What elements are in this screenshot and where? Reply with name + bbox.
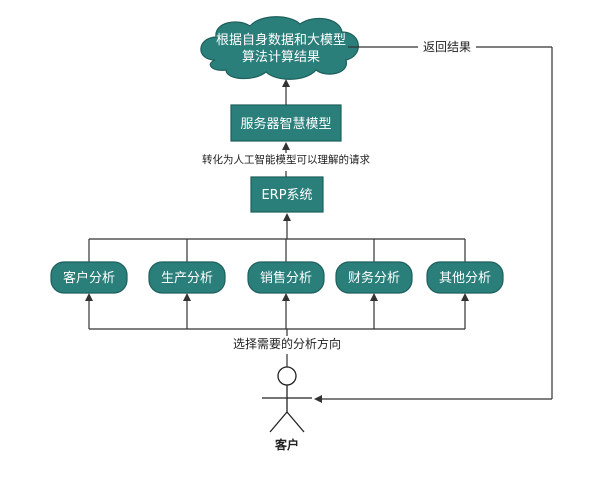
analysis-label: 其他分析 bbox=[439, 271, 491, 286]
cloud-line-2: 算法计算结果 bbox=[242, 50, 320, 65]
actor-left-leg bbox=[269, 411, 288, 433]
analysis-arrowhead bbox=[183, 293, 191, 301]
analysis-node: 客户分析 bbox=[50, 239, 128, 329]
server-model-node: 服务器智慧模型 bbox=[230, 104, 342, 142]
analysis-box bbox=[148, 261, 226, 294]
actor-right-leg bbox=[286, 411, 305, 433]
analysis-label: 销售分析 bbox=[260, 270, 312, 286]
analysis-node: 生产分析 bbox=[148, 239, 226, 329]
analysis-nodes: 客户分析 生产分析 销售分析 财务分析 其他分析 bbox=[50, 239, 504, 329]
arrowhead-erp bbox=[283, 213, 291, 221]
analysis-box bbox=[335, 261, 413, 294]
analysis-arrowhead bbox=[461, 293, 469, 301]
cloud-line-1: 根据自身数据和大模型 bbox=[216, 32, 346, 48]
analysis-box bbox=[426, 261, 504, 294]
arrowhead-actor bbox=[314, 395, 322, 403]
analysis-node: 财务分析 bbox=[335, 239, 413, 329]
erp-label: ERP系统 bbox=[261, 188, 312, 203]
analysis-label: 财务分析 bbox=[348, 270, 400, 286]
customer-actor: 客户 bbox=[262, 366, 312, 452]
cloud-node: 根据自身数据和大模型 算法计算结果 bbox=[200, 16, 359, 80]
analysis-node: 其他分析 bbox=[426, 239, 504, 329]
arrowhead-server bbox=[282, 142, 290, 150]
return-result-label: 返回结果 bbox=[423, 40, 471, 54]
select-direction-label: 选择需要的分析方向 bbox=[233, 336, 341, 351]
cloud-shape bbox=[200, 16, 359, 80]
erp-box bbox=[250, 176, 324, 213]
analysis-arrowhead bbox=[85, 293, 93, 301]
analysis-box bbox=[50, 261, 128, 294]
analysis-box bbox=[247, 261, 325, 294]
analysis-node: 销售分析 bbox=[247, 239, 325, 329]
actor-head bbox=[277, 366, 297, 386]
arrowhead-cloud bbox=[282, 79, 290, 87]
analysis-arrowhead bbox=[282, 293, 290, 301]
analysis-label: 生产分析 bbox=[161, 271, 213, 286]
convert-request-label: 转化为人工智能模型可以理解的请求 bbox=[202, 153, 370, 166]
server-model-label: 服务器智慧模型 bbox=[240, 116, 331, 132]
server-model-box bbox=[230, 104, 342, 142]
analysis-label: 客户分析 bbox=[63, 270, 115, 286]
erp-node: ERP系统 bbox=[250, 176, 324, 213]
actor-label: 客户 bbox=[274, 437, 299, 452]
analysis-arrowhead bbox=[370, 293, 378, 301]
